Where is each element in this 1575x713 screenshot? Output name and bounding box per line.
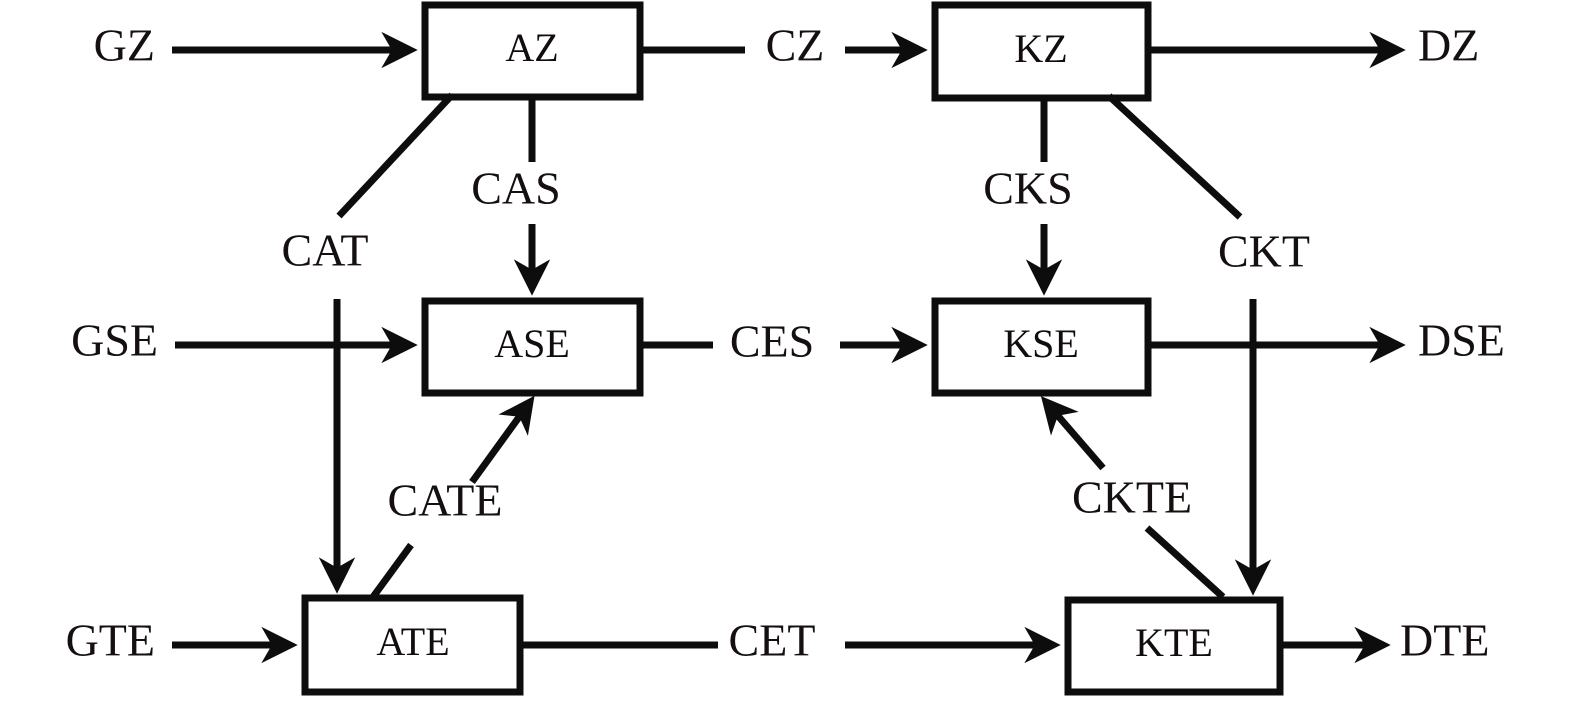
node-kte-label: KTE bbox=[1135, 620, 1213, 665]
node-ase[interactable] bbox=[421, 297, 644, 397]
edge-kte-ckte-lower bbox=[1144, 525, 1226, 600]
node-kte[interactable] bbox=[1064, 596, 1284, 696]
node-kz-label: KZ bbox=[1014, 26, 1067, 71]
node-kse[interactable] bbox=[931, 297, 1152, 397]
edge-group-ckte: CKTE bbox=[1040, 396, 1226, 600]
edge-ate-cate-lower bbox=[370, 542, 414, 600]
edge-cate-ase-upper bbox=[469, 395, 535, 485]
row-te: ATE KTE GTE DTE CET bbox=[66, 594, 1489, 696]
row-se: ASE KSE GSE DSE CES bbox=[71, 297, 1505, 397]
node-kse-label: KSE bbox=[1003, 321, 1079, 366]
io-label-dz: DZ bbox=[1418, 20, 1479, 71]
io-label-dte: DTE bbox=[1400, 615, 1489, 666]
node-ase-label: ASE bbox=[494, 321, 570, 366]
flow-label-ckte: CKTE bbox=[1072, 472, 1192, 523]
flow-label-cz: CZ bbox=[766, 20, 825, 71]
io-label-gz: GZ bbox=[94, 20, 155, 71]
flow-label-ckt: CKT bbox=[1218, 226, 1310, 277]
node-az-label: AZ bbox=[505, 25, 558, 70]
flow-label-cat: CAT bbox=[282, 225, 369, 276]
edge-ckte-kse-upper bbox=[1040, 396, 1106, 471]
row-z: AZ KZ GZ DZ CZ bbox=[94, 1, 1479, 102]
node-ate-label: ATE bbox=[376, 619, 449, 664]
node-az[interactable] bbox=[421, 1, 644, 101]
edge-group-cat: CAT bbox=[282, 92, 455, 594]
io-label-gse: GSE bbox=[71, 315, 158, 366]
edge-kz-ckt-diagonal bbox=[1106, 93, 1243, 220]
flow-label-cas: CAS bbox=[471, 163, 560, 214]
edge-group-cks: CKS bbox=[983, 98, 1073, 296]
flow-label-cate: CATE bbox=[388, 475, 503, 526]
flow-label-cet: CET bbox=[729, 615, 816, 666]
io-label-dse: DSE bbox=[1418, 315, 1505, 366]
edge-group-cate: CATE bbox=[370, 395, 535, 600]
io-label-gte: GTE bbox=[66, 615, 155, 666]
flow-label-cks: CKS bbox=[983, 163, 1072, 214]
node-ate[interactable] bbox=[301, 594, 524, 696]
flow-label-ces: CES bbox=[730, 316, 814, 367]
edge-az-cat-diagonal bbox=[336, 92, 455, 219]
edge-group-cas: CAS bbox=[471, 97, 561, 296]
